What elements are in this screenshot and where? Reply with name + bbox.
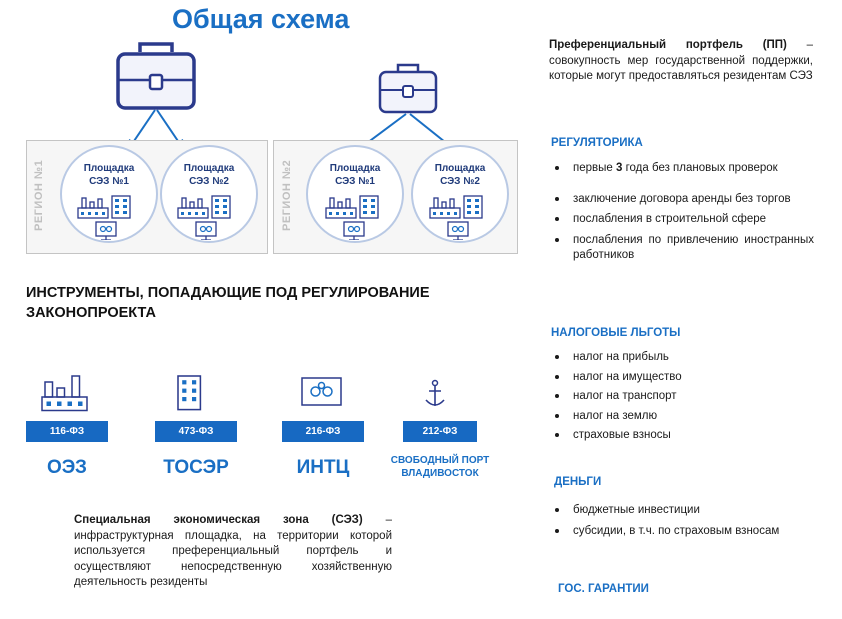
zone-name: СВОБОДНЫЙ ПОРТ ВЛАДИВОСТОК: [390, 455, 490, 479]
zone-name: ИНТЦ: [296, 457, 350, 478]
arrow: [131, 109, 156, 145]
tax-title: НАЛОГОВЫЕ ЛЬГОТЫ: [551, 327, 681, 339]
briefcase-icon: [116, 42, 196, 110]
law-badge: 116-ФЗ: [26, 421, 108, 442]
computer-icon: [95, 221, 117, 240]
list-item: заключение договора аренды без торгов: [551, 192, 814, 207]
section-heading: ИНСТРУМЕНТЫ, ПОПАДАЮЩИЕ ПОД РЕГУЛИРОВАНИ…: [26, 285, 430, 321]
building-icon: [111, 195, 131, 219]
tax-list: налог на прибыль налог на имущество нало…: [551, 350, 814, 443]
computer-icon: [195, 221, 217, 240]
factory-icon: [77, 197, 109, 219]
regulatory-title: РЕГУЛЯТОРИКА: [551, 137, 643, 149]
guarantees-title: ГОС. ГАРАНТИИ: [558, 583, 649, 595]
page-title: Общая схема: [172, 4, 350, 34]
law-badge: 212-ФЗ: [403, 421, 477, 442]
anchor-icon: [425, 379, 445, 406]
list-item: послабления по привлечению иностранных р…: [551, 233, 814, 263]
computer-icon: [343, 221, 365, 240]
computer-icon: [447, 221, 469, 240]
factory-icon: [41, 375, 88, 412]
money-title: ДЕНЬГИ: [554, 476, 602, 488]
regulatory-list: первые 3 года без плановых проверок закл…: [551, 161, 814, 263]
list-item: налог на имущество: [551, 370, 814, 385]
tool-icons: [41, 375, 445, 412]
list-item: послабления в строительной сфере: [551, 212, 814, 227]
sez-definition: Специальная экономическая зона (СЭЗ) – и…: [74, 514, 392, 588]
building-icon: [463, 195, 483, 219]
law-badge: 216-ФЗ: [282, 421, 364, 442]
site-icons: [77, 195, 483, 240]
list-item: первые 3 года без плановых проверок: [551, 161, 814, 176]
arrow: [156, 109, 181, 145]
money-list: бюджетные инвестиции субсидии, в т.ч. по…: [551, 503, 814, 539]
law-badge: 473-ФЗ: [155, 421, 237, 442]
factory-icon: [325, 197, 357, 219]
list-item: субсидии, в т.ч. по страховым взносам: [551, 524, 814, 539]
building-icon: [177, 375, 202, 411]
zone-name: ТОСЭР: [163, 457, 229, 478]
zone-name: ОЭЗ: [47, 457, 87, 478]
factory-icon: [177, 197, 209, 219]
list-item: налог на прибыль: [551, 350, 814, 365]
factory-icon: [429, 197, 461, 219]
briefcase-icon: [378, 63, 438, 114]
list-item: страховые взносы: [551, 428, 814, 443]
building-icon: [211, 195, 231, 219]
list-item: бюджетные инвестиции: [551, 503, 814, 518]
building-icon: [359, 195, 379, 219]
computer-icon: [301, 377, 342, 406]
pp-definition: Преференциальный портфель (ПП) – совокуп…: [549, 39, 814, 82]
list-item: налог на землю: [551, 409, 814, 424]
list-item: налог на транспорт: [551, 389, 814, 404]
